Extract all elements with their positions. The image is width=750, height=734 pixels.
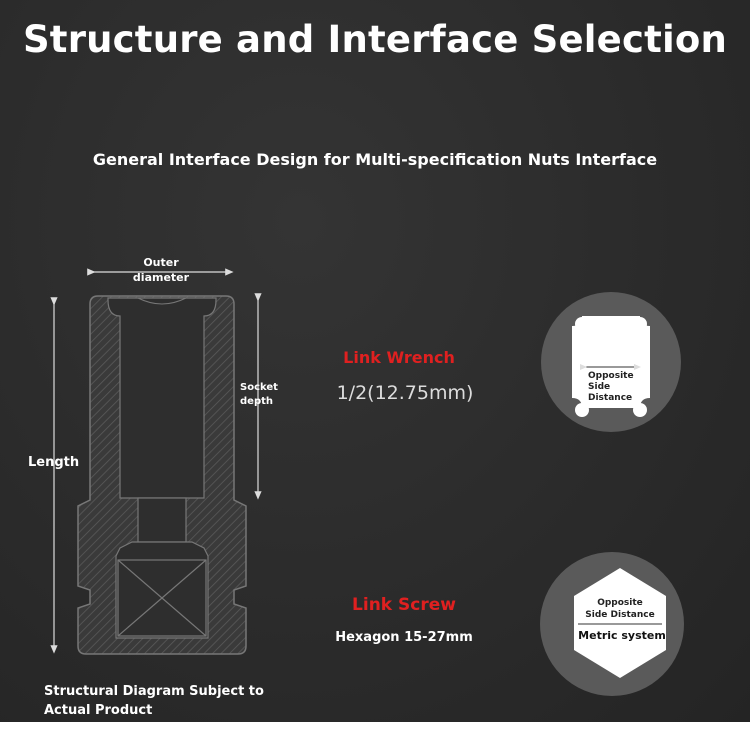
metric-system-label: Metric system — [578, 629, 666, 642]
socket-depth-label-line1: Socket — [240, 382, 278, 393]
bottom-border — [0, 722, 750, 734]
page-subtitle: General Interface Design for Multi-speci… — [92, 150, 658, 169]
outer-diameter-label-line2: diameter — [132, 271, 190, 284]
hexagon-label: Opposite Side Distance — [576, 597, 664, 621]
hexagon-label-line1: Opposite — [597, 598, 643, 608]
link-wrench-heading: Link Wrench — [343, 348, 455, 367]
structural-note: Structural Diagram Subject to Actual Pro… — [44, 682, 264, 720]
socket-depth-label: Socket depth — [240, 381, 278, 409]
link-screw-heading: Link Screw — [352, 595, 456, 615]
link-screw-value: Hexagon 15-27mm — [335, 630, 473, 645]
socket-body — [77, 295, 247, 655]
link-wrench-value: 1/2(12.75mm) — [336, 382, 474, 404]
outer-diameter-label: Outer diameter — [128, 255, 194, 285]
hexagon-label-line2: Side Distance — [585, 610, 655, 620]
square-drive-label-line2: Distance — [588, 393, 633, 403]
square-drive-label: Opposite Side Distance — [582, 371, 656, 404]
length-label: Length — [28, 455, 80, 470]
hexagon-illustration — [540, 552, 684, 696]
outer-diameter-label-line1: Outer — [143, 256, 179, 269]
structural-note-line2: Actual Product — [44, 703, 153, 718]
structural-note-line1: Structural Diagram Subject to — [44, 684, 264, 699]
socket-depth-label-line2: depth — [240, 396, 273, 407]
page-title: Structure and Interface Selection — [22, 18, 728, 61]
square-drive-illustration — [541, 292, 681, 432]
square-drive-label-line1: Opposite Side — [588, 371, 634, 392]
